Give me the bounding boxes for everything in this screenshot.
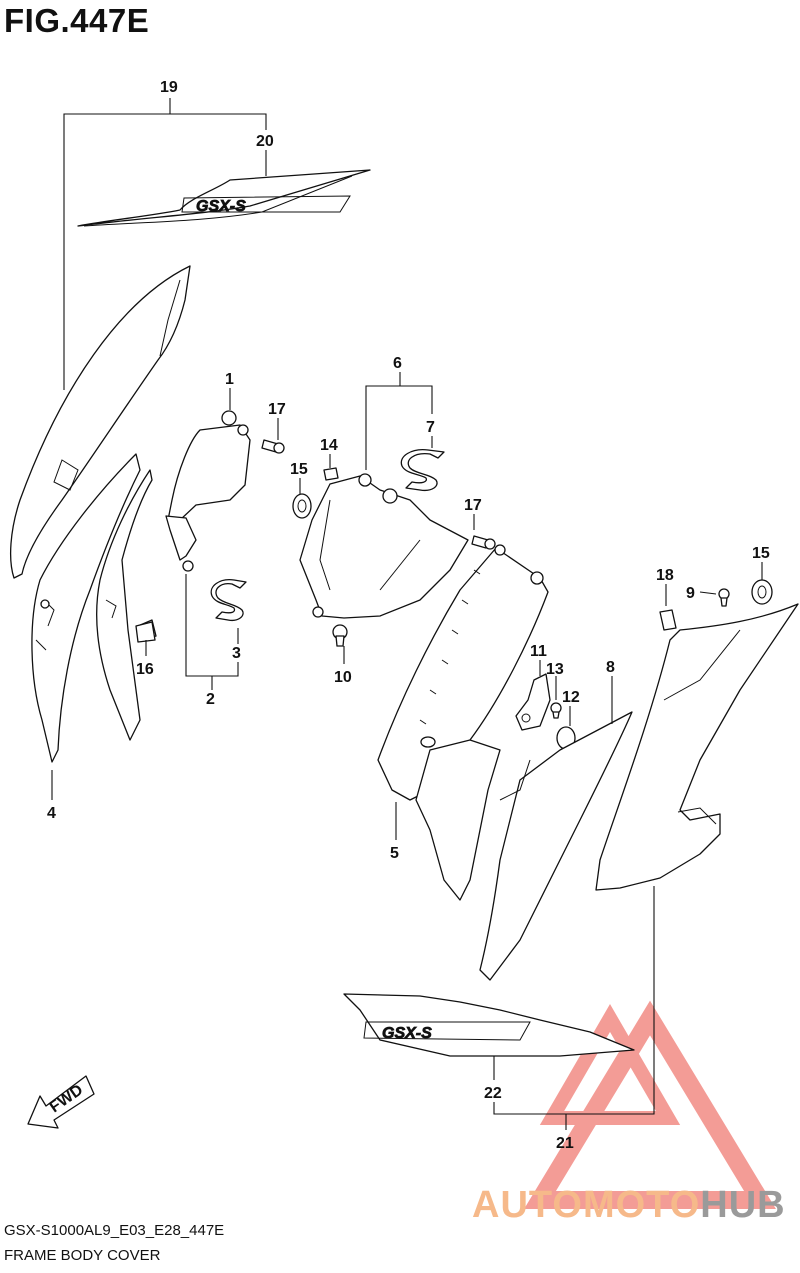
leader-lines xyxy=(51,98,763,1130)
callout-8: 8 xyxy=(606,659,615,676)
part-21-right-cover xyxy=(595,603,799,891)
screw-13 xyxy=(550,702,562,719)
callout-3: 3 xyxy=(232,645,241,662)
grommet-15-right xyxy=(751,579,773,605)
bolt-17-left xyxy=(261,439,285,454)
bolt-10 xyxy=(332,624,348,647)
part-2-cover xyxy=(165,410,251,572)
callout-labels: 19 20 1 17 14 15 6 7 17 3 16 2 10 11 13 … xyxy=(47,79,770,1152)
callout-12: 12 xyxy=(562,689,580,706)
callout-20: 20 xyxy=(256,133,274,150)
part-3-s-emblem xyxy=(210,579,247,622)
callout-15-left: 15 xyxy=(290,461,308,478)
callout-16: 16 xyxy=(136,661,154,678)
clip-16 xyxy=(135,621,156,643)
part-4-panel xyxy=(31,453,141,763)
watermark-logo xyxy=(524,1000,776,1209)
watermark-text: AUTOMOTOHUB xyxy=(472,1184,786,1227)
grommet-15-left xyxy=(292,493,312,519)
callout-21: 21 xyxy=(556,1135,574,1152)
decal-20-text: GSX-S xyxy=(196,198,246,215)
callout-22: 22 xyxy=(484,1085,502,1102)
watermark-text-part1: AUTOMOTO xyxy=(472,1184,701,1226)
callout-13: 13 xyxy=(546,661,564,678)
bolt-17-right xyxy=(471,535,496,550)
decal-20: GSX-S xyxy=(77,169,371,227)
clip-14 xyxy=(323,467,339,481)
model-code: GSX-S1000AL9_E03_E28_447E xyxy=(4,1222,225,1239)
screw-9 xyxy=(718,588,730,607)
callout-14: 14 xyxy=(320,437,338,454)
callout-1: 1 xyxy=(225,371,234,388)
nut-18 xyxy=(659,609,677,631)
part-8-panel xyxy=(479,711,633,981)
callout-18: 18 xyxy=(656,567,674,584)
callout-2: 2 xyxy=(206,691,215,708)
part-19-side-cover xyxy=(10,265,191,579)
callout-11: 11 xyxy=(530,643,547,660)
callout-15-right: 15 xyxy=(752,545,770,562)
callout-6: 6 xyxy=(393,355,402,372)
callout-9: 9 xyxy=(686,585,695,602)
part-6-cover xyxy=(299,473,469,619)
part-7-s-emblem xyxy=(400,449,445,492)
section-name: FRAME BODY COVER xyxy=(4,1247,161,1264)
callout-7: 7 xyxy=(426,419,435,436)
callout-4: 4 xyxy=(47,805,56,822)
part-5-inner-panel xyxy=(377,544,549,901)
callout-10: 10 xyxy=(334,669,352,686)
figure-title: FIG.447E xyxy=(4,2,150,39)
callout-17-left: 17 xyxy=(268,401,286,418)
watermark-text-part2: HUB xyxy=(700,1184,786,1226)
fwd-arrow-icon: FWD xyxy=(27,1075,95,1129)
decal-22-text: GSX-S xyxy=(382,1025,432,1042)
callout-17-right: 17 xyxy=(464,497,482,514)
callout-5: 5 xyxy=(390,845,399,862)
bracket-11 xyxy=(515,673,551,731)
callout-19: 19 xyxy=(160,79,178,96)
decal-22: GSX-S xyxy=(343,993,635,1057)
